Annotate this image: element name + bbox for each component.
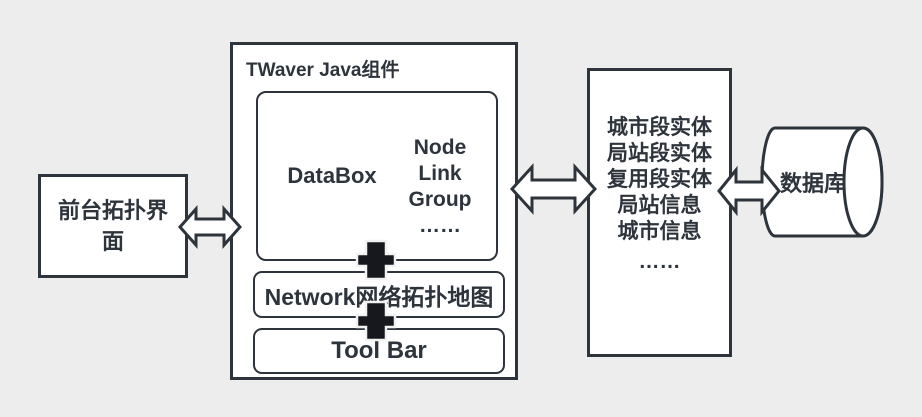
databox-label: DataBox: [287, 163, 377, 188]
entity-line-city-segment: 城市段实体: [607, 115, 712, 139]
toolbar-label: Tool Bar: [331, 337, 427, 364]
network-map-box: Network网络拓扑地图: [253, 271, 505, 318]
model-items-list: Node Link Group ……: [384, 93, 496, 259]
model-items-ellipsis: ……: [419, 214, 461, 237]
databox-container: DataBox Node Link Group ……: [256, 91, 498, 261]
network-map-label: Network网络拓扑地图: [264, 283, 494, 310]
database-label: 数据库: [779, 171, 846, 196]
model-item-node: Node: [413, 136, 467, 159]
model-item-group: Group: [408, 188, 472, 211]
front-topology-label-line1: 前台拓扑界: [57, 198, 168, 223]
entity-line-station-info: 局站信息: [617, 193, 702, 217]
entity-line-station-segment: 局站段实体: [607, 141, 712, 165]
entity-line-city-info: 城市信息: [617, 219, 702, 243]
entity-line-multiplex-segment: 复用段实体: [607, 167, 712, 191]
twaver-java-title: TWaver Java组件: [246, 60, 400, 81]
entity-list-box: 城市段实体 局站段实体 复用段实体 局站信息 城市信息 ……: [587, 68, 732, 357]
entity-lines-ellipsis: ……: [638, 249, 681, 273]
front-topology-box: 前台拓扑界 面: [38, 174, 188, 278]
double-arrow-middle-icon: [509, 163, 598, 215]
front-topology-label-line2: 面: [101, 229, 124, 254]
toolbar-box: Tool Bar: [253, 328, 505, 374]
twaver-java-box: TWaver Java组件 DataBox Node Link Group ………: [230, 42, 518, 380]
model-item-link: Link: [418, 162, 462, 185]
